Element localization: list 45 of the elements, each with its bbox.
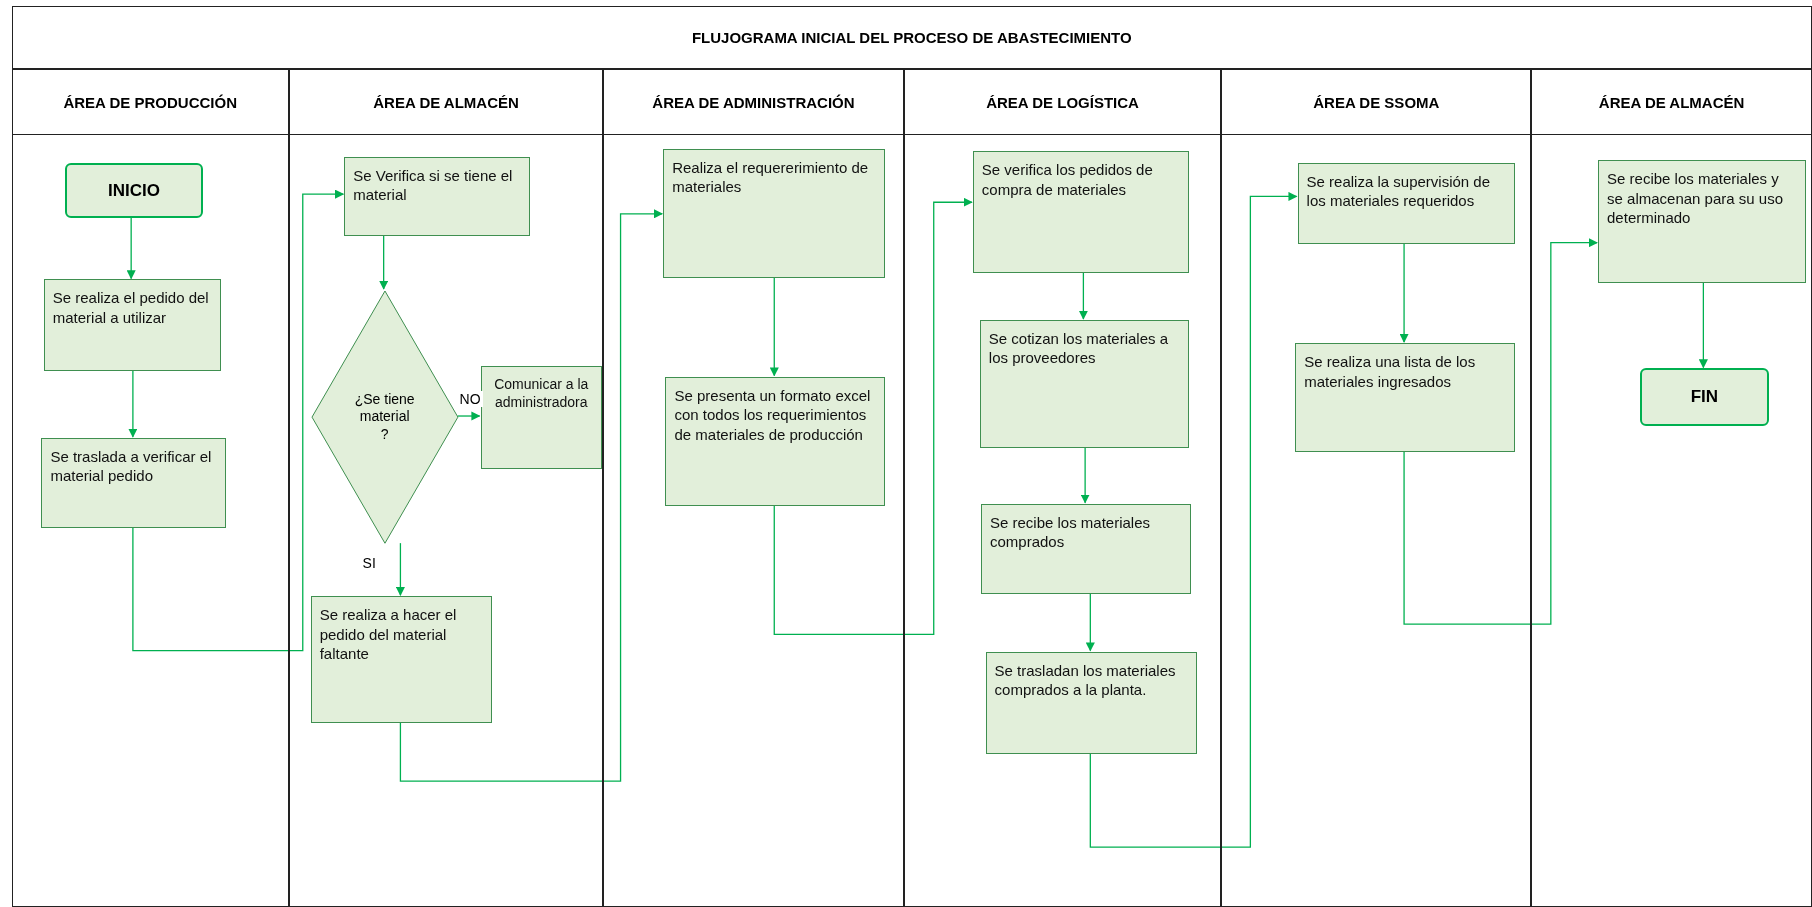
edge-label: NO bbox=[457, 390, 483, 407]
decision-diamond: ¿Se tiene material ? bbox=[310, 289, 459, 545]
arrow bbox=[769, 276, 779, 377]
process-box: Se realiza una lista de los materiales ingresados bbox=[1295, 343, 1515, 452]
process-box: Se traslada a verificar el material pedido bbox=[41, 437, 227, 528]
process-box: Se recibe los materiales comprados bbox=[980, 503, 1192, 594]
arrow bbox=[126, 216, 136, 280]
lane-header: ÁREA DE ALMACÉN bbox=[289, 70, 603, 135]
arrow bbox=[1080, 446, 1090, 504]
lane-header: ÁREA DE LOGÍSTICA bbox=[904, 70, 1221, 135]
process-box: Se cotizan los materiales a los proveedores bbox=[979, 319, 1189, 449]
process-box: Se recibe los materiales y se almacenan para su uso determinado bbox=[1598, 160, 1807, 283]
lane-header: ÁREA DE ALMACÉN bbox=[1532, 70, 1811, 135]
arrow bbox=[456, 411, 481, 421]
process-box: Se realiza el pedido del material a utilizar bbox=[43, 279, 221, 371]
arrow bbox=[399, 209, 664, 782]
process-box: Realiza el requererimiento de materiales bbox=[663, 148, 885, 279]
process-box: Se presenta un formato excel con todos los requerimientos de materiales de producción bbox=[665, 376, 885, 506]
swimlane bbox=[603, 69, 904, 907]
lane-header: ÁREA DE ADMINISTRACIÓN bbox=[604, 70, 903, 135]
swimlane bbox=[1531, 69, 1812, 907]
arrow bbox=[1399, 242, 1409, 343]
arrow bbox=[1698, 281, 1708, 369]
arrow bbox=[773, 197, 973, 636]
arrow bbox=[1403, 238, 1598, 625]
arrow bbox=[395, 542, 405, 597]
lane-header: ÁREA DE SSOMA bbox=[1222, 70, 1531, 135]
process-box: Se realiza la supervisión de los materiales requeridos bbox=[1297, 162, 1515, 244]
arrow bbox=[132, 189, 345, 652]
swimlane bbox=[288, 69, 604, 907]
process-box: Se Verifica si se tiene el material bbox=[344, 157, 531, 236]
swimlane bbox=[1221, 69, 1532, 907]
terminator-box: FIN bbox=[1639, 368, 1770, 427]
process-box: Se trasladan los materiales comprados a la planta. bbox=[985, 651, 1198, 755]
swimlane bbox=[11, 69, 289, 907]
process-box: Comunicar a la administradora bbox=[480, 366, 602, 469]
process-box: Se verifica los pedidos de compra de materiales bbox=[972, 151, 1189, 273]
terminator-box: INICIO bbox=[64, 162, 204, 219]
lane-header: ÁREA DE PRODUCCIÓN bbox=[12, 70, 288, 135]
process-box: Se realiza a hacer el pedido del material faltante bbox=[310, 596, 493, 724]
diagram-title: FLUJOGRAMA INICIAL DEL PROCESO DE ABASTECIMIENTO bbox=[11, 5, 1812, 70]
arrow bbox=[1089, 191, 1298, 848]
swimlane bbox=[903, 69, 1222, 907]
arrow bbox=[128, 369, 138, 438]
arrow bbox=[1085, 592, 1095, 652]
